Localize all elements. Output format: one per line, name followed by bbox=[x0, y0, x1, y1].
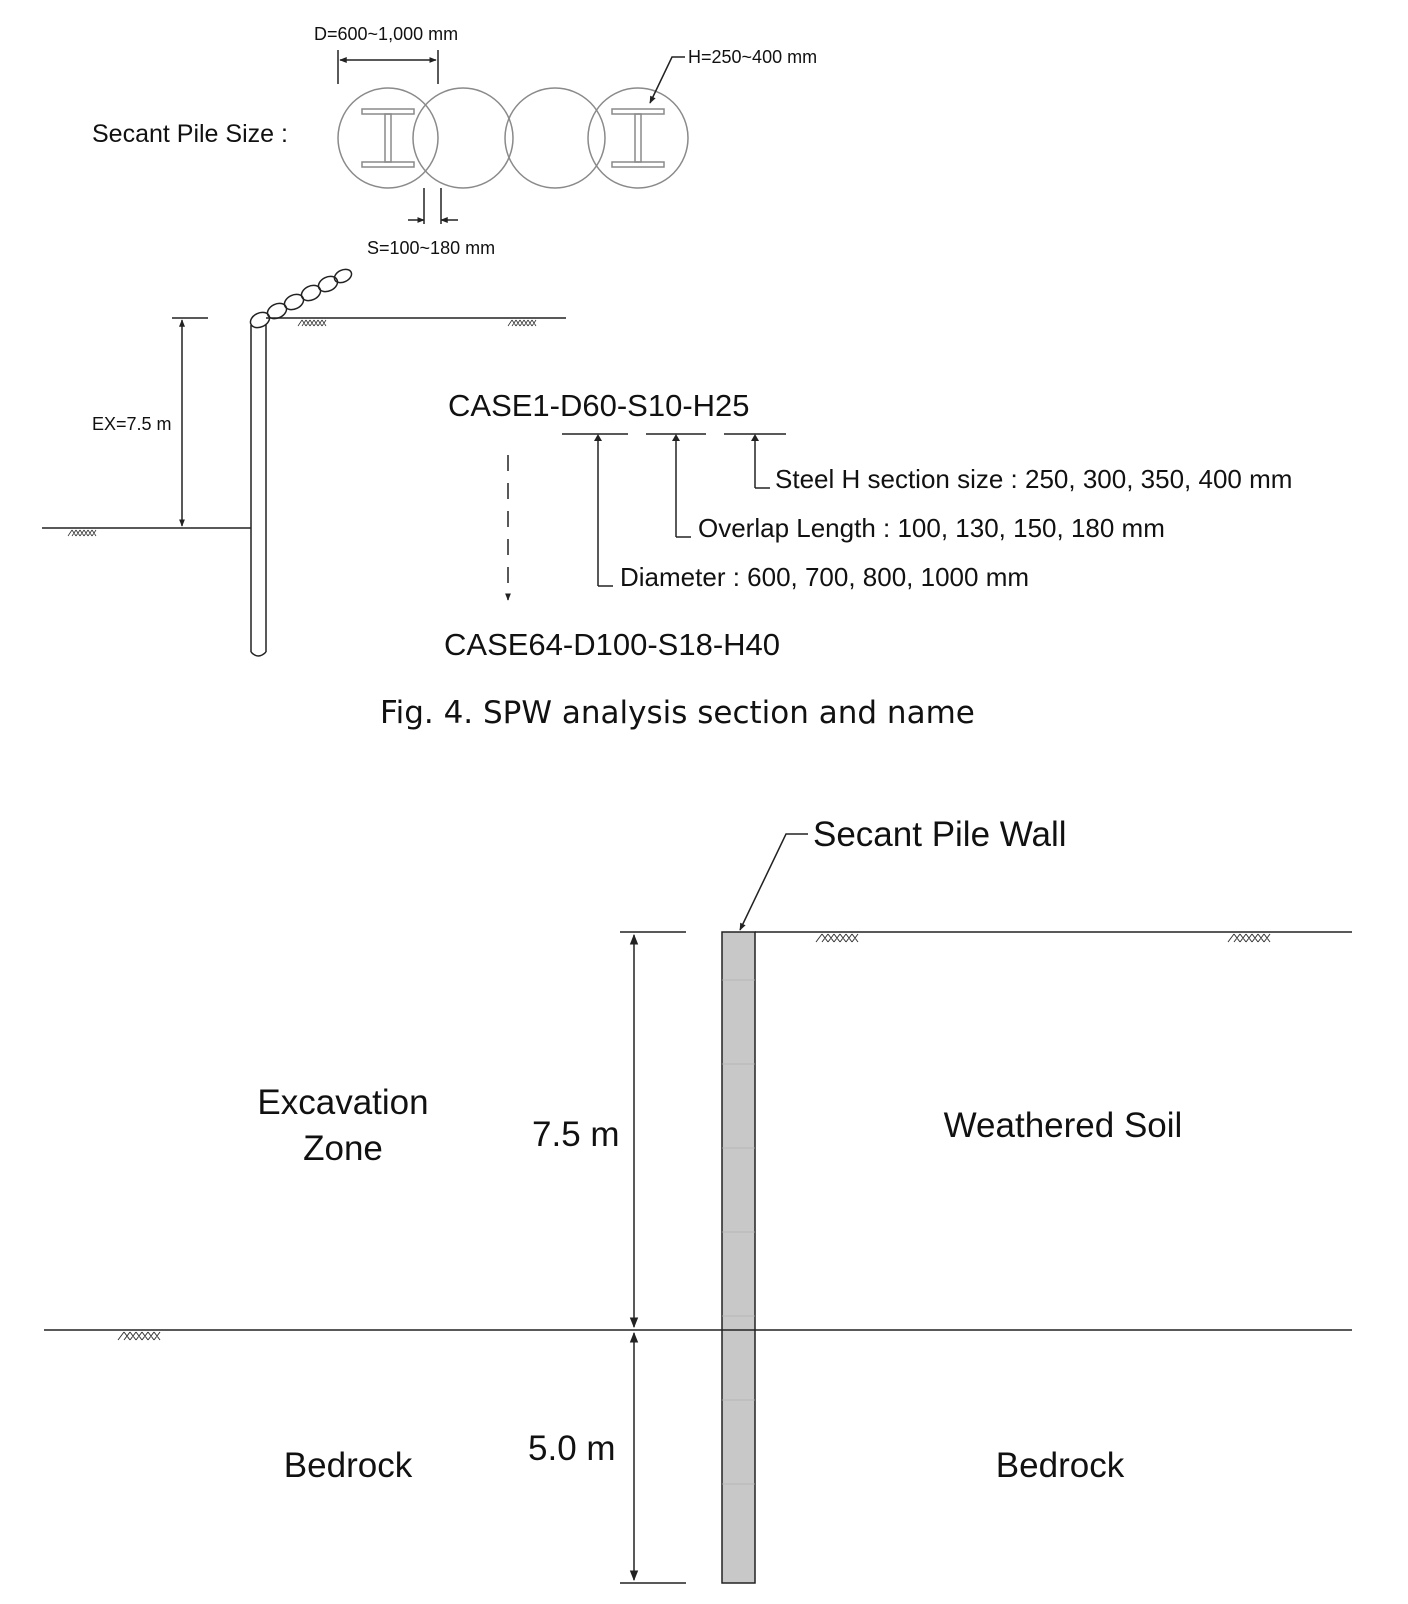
pile-circle-3 bbox=[504, 87, 606, 189]
fig4-group: Secant Pile Size : D=600~1,000 mm bbox=[42, 24, 1292, 731]
pile-size-label: Secant Pile Size : bbox=[92, 120, 288, 148]
bedrock-right-label: Bedrock bbox=[996, 1446, 1125, 1485]
ground-hatch-1 bbox=[815, 933, 877, 943]
h-section-1 bbox=[361, 108, 415, 168]
secant-pile-wall bbox=[721, 931, 756, 1584]
secant-pile-circles bbox=[337, 87, 689, 189]
figure-caption: Fig. 4. SPW analysis section and name bbox=[380, 695, 975, 731]
legend-steel: Steel H section size : 250, 300, 350, 40… bbox=[775, 464, 1292, 494]
legend-overlap: Overlap Length : 100, 130, 150, 180 mm bbox=[698, 513, 1165, 543]
excavation-zone-line2: Zone bbox=[303, 1129, 383, 1168]
wall-segments bbox=[722, 979, 755, 1485]
depth-upper: 7.5 m bbox=[532, 1115, 620, 1154]
case-last-label: CASE64-D100-S18-H40 bbox=[444, 627, 780, 662]
pile-circle-4 bbox=[587, 87, 689, 189]
ground-lines bbox=[44, 931, 1352, 1584]
wall-label: Secant Pile Wall bbox=[813, 815, 1067, 854]
pile-circle-1 bbox=[337, 87, 439, 189]
hsection-leader: H=250~400 mm bbox=[649, 47, 817, 104]
bedrock-left-label: Bedrock bbox=[284, 1446, 413, 1485]
section-group: Secant Pile Wall 7.5 m 5.0 m bbox=[44, 815, 1352, 1584]
ground-hatch-3 bbox=[117, 1331, 179, 1341]
pile-circle-2 bbox=[412, 87, 514, 189]
diameter-label: D=600~1,000 mm bbox=[314, 24, 458, 44]
small-section-sketch bbox=[42, 268, 566, 657]
excavation-zone-line1: Excavation bbox=[257, 1083, 428, 1122]
weathered-soil-label: Weathered Soil bbox=[944, 1106, 1183, 1145]
depth-lower: 5.0 m bbox=[528, 1429, 616, 1468]
diameter-dimension: D=600~1,000 mm bbox=[314, 24, 458, 84]
case-first-label: CASE1-D60-S10-H25 bbox=[448, 388, 750, 423]
h-section-2 bbox=[611, 108, 665, 168]
excavation-label: EX=7.5 m bbox=[92, 414, 172, 434]
overlap-label: S=100~180 mm bbox=[367, 238, 495, 258]
hsection-label: H=250~400 mm bbox=[688, 47, 817, 67]
legend-diameter: Diameter : 600, 700, 800, 1000 mm bbox=[620, 562, 1029, 592]
ground-hatch-2 bbox=[1227, 933, 1289, 943]
wall-leader: Secant Pile Wall bbox=[739, 815, 1067, 931]
overlap-dimension: S=100~180 mm bbox=[367, 188, 495, 258]
